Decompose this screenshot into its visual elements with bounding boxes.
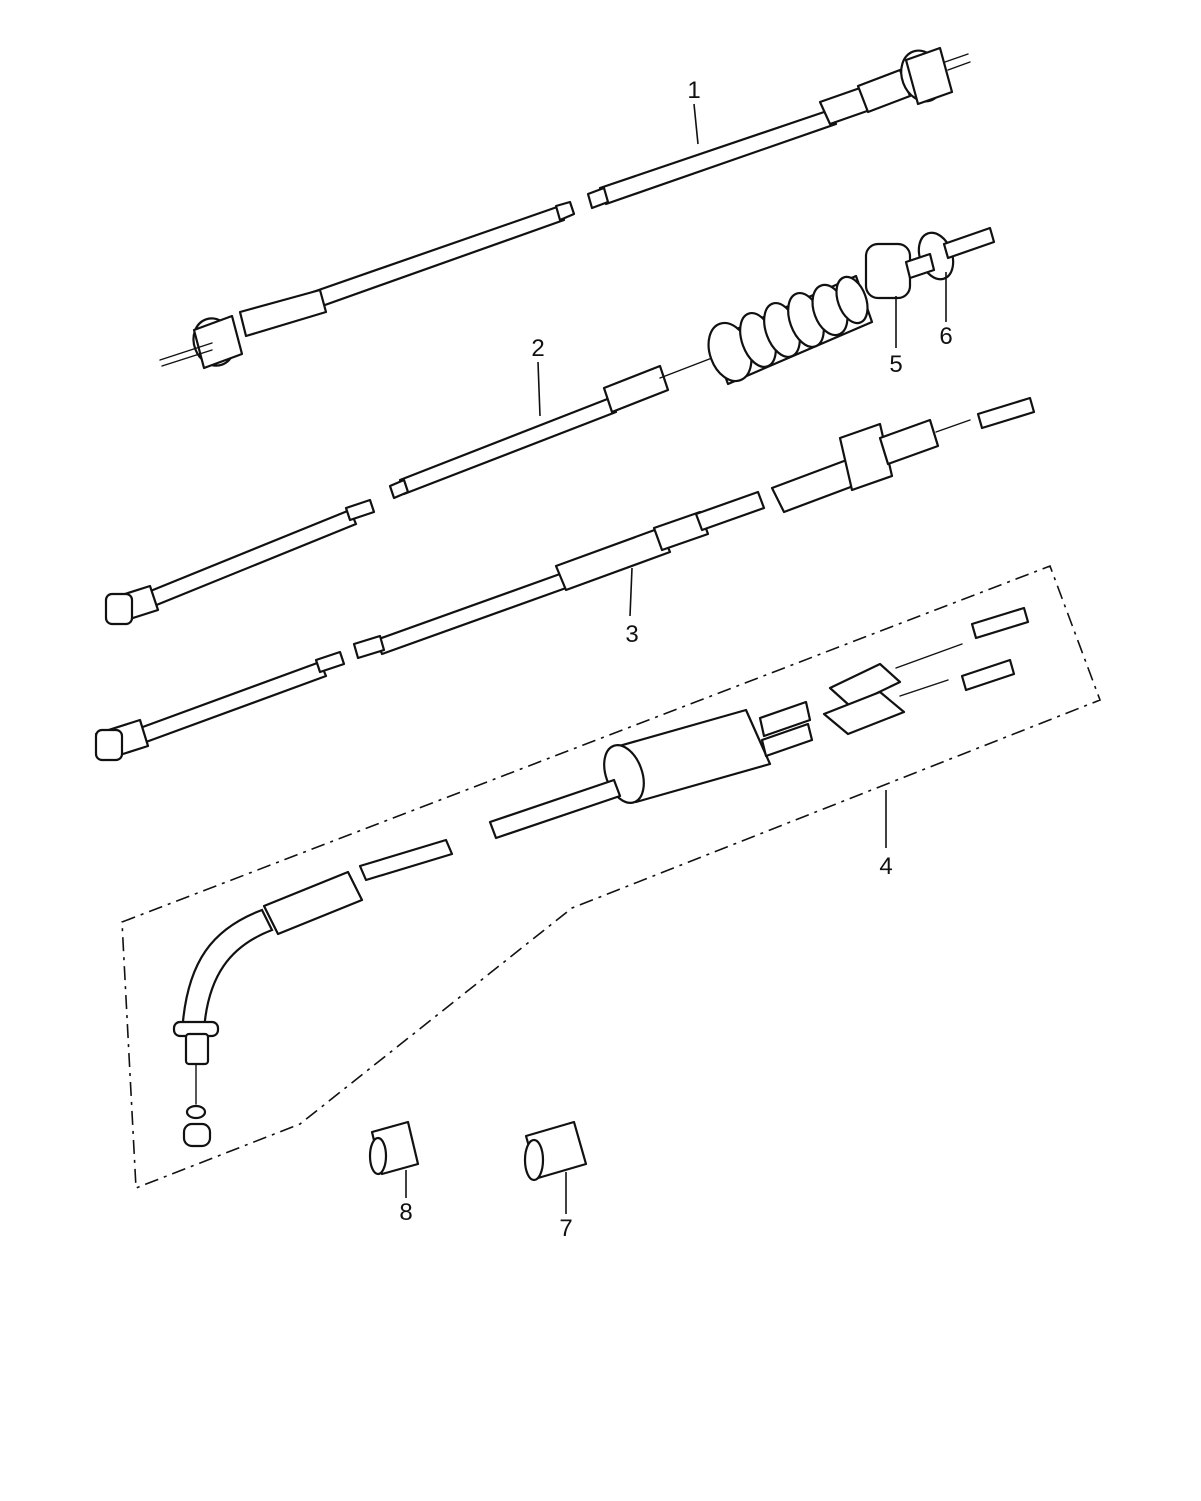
boot-part-5 — [707, 242, 912, 386]
callout-7: 7 — [559, 1215, 572, 1242]
clip-part-8 — [368, 1120, 420, 1176]
cable-part-4-group — [121, 564, 1102, 1190]
callout-8: 8 — [399, 1199, 412, 1226]
callout-3: 3 — [625, 621, 638, 648]
callout-1: 1 — [687, 77, 700, 104]
callout-2: 2 — [531, 335, 544, 362]
callout-5: 5 — [889, 351, 902, 378]
callout-4: 4 — [879, 853, 892, 880]
cable-part-3 — [94, 396, 1036, 762]
leader-lines — [405, 103, 947, 1214]
adjuster-part-6 — [904, 226, 996, 281]
cable-part-2 — [104, 357, 713, 626]
callout-6: 6 — [939, 323, 952, 350]
cable-part-1 — [159, 46, 971, 370]
clip-part-7 — [523, 1120, 588, 1182]
